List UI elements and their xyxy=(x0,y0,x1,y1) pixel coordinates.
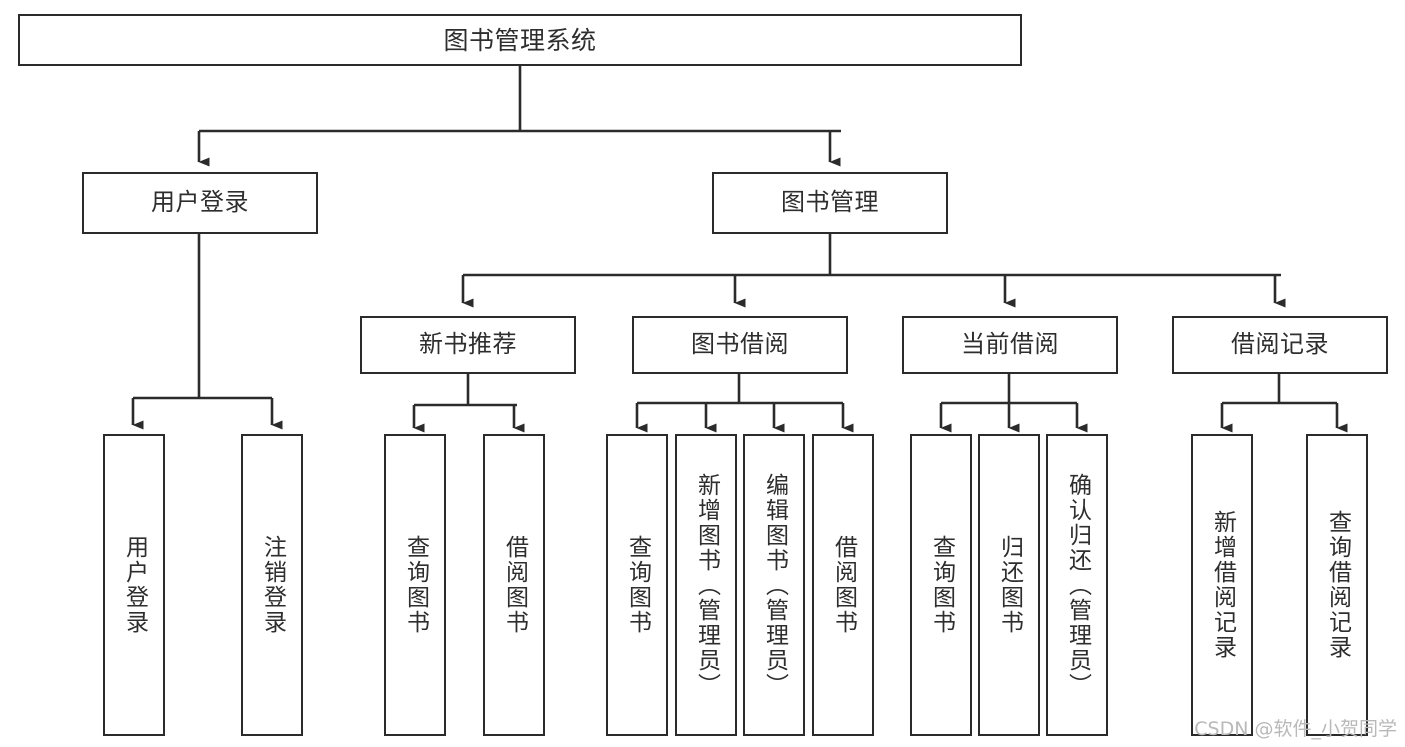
node-label: 图书借阅 xyxy=(691,330,789,359)
node-label: 新书推荐 xyxy=(419,330,517,359)
node-label: 新增借阅记录 xyxy=(1209,510,1236,660)
node-book-borrow[interactable]: 图书借阅 xyxy=(632,316,848,374)
node-cb-query-book[interactable]: 查询图书 xyxy=(910,434,972,736)
node-label: 用户登录 xyxy=(151,188,249,217)
node-bb-borrow-book[interactable]: 借阅图书 xyxy=(812,434,874,736)
node-bb-query-book[interactable]: 查询图书 xyxy=(606,434,668,736)
node-user-login-do[interactable]: 用户登录 xyxy=(103,434,165,736)
node-label: 归还图书 xyxy=(996,535,1023,635)
node-label: 查询图书 xyxy=(402,535,429,635)
node-borrow-record[interactable]: 借阅记录 xyxy=(1172,316,1388,374)
node-label: 图书管理系统 xyxy=(443,25,597,55)
node-nbr-query-book[interactable]: 查询图书 xyxy=(384,434,446,736)
node-new-book-recommend[interactable]: 新书推荐 xyxy=(360,316,576,374)
node-label: 编辑图书（管理员） xyxy=(761,472,788,698)
node-user-login[interactable]: 用户登录 xyxy=(82,172,318,234)
node-label: 图书管理 xyxy=(781,188,879,217)
node-bb-add-book[interactable]: 新增图书（管理员） xyxy=(675,434,737,736)
node-label: 借阅图书 xyxy=(501,535,528,635)
node-current-borrow[interactable]: 当前借阅 xyxy=(902,316,1118,374)
node-root-book-management-system[interactable]: 图书管理系统 xyxy=(18,14,1022,66)
node-label: 注销登录 xyxy=(259,535,286,635)
node-cb-confirm-return[interactable]: 确认归还（管理员） xyxy=(1046,434,1108,736)
node-nbr-borrow-book[interactable]: 借阅图书 xyxy=(483,434,545,736)
node-label: 查询借阅记录 xyxy=(1324,510,1351,660)
node-br-add-record[interactable]: 新增借阅记录 xyxy=(1191,434,1253,736)
node-label: 查询图书 xyxy=(928,535,955,635)
node-label: 新增图书（管理员） xyxy=(693,472,720,698)
node-label: 确认归还（管理员） xyxy=(1064,472,1091,698)
node-cb-return-book[interactable]: 归还图书 xyxy=(978,434,1040,736)
node-label: 借阅图书 xyxy=(830,535,857,635)
node-label: 用户登录 xyxy=(121,535,148,635)
node-label: 查询图书 xyxy=(624,535,651,635)
node-br-query-record[interactable]: 查询借阅记录 xyxy=(1306,434,1368,736)
node-user-logout[interactable]: 注销登录 xyxy=(241,434,303,736)
node-label: 当前借阅 xyxy=(961,330,1059,359)
node-label: 借阅记录 xyxy=(1231,330,1329,359)
node-book-management[interactable]: 图书管理 xyxy=(712,172,948,234)
node-bb-edit-book[interactable]: 编辑图书（管理员） xyxy=(743,434,805,736)
